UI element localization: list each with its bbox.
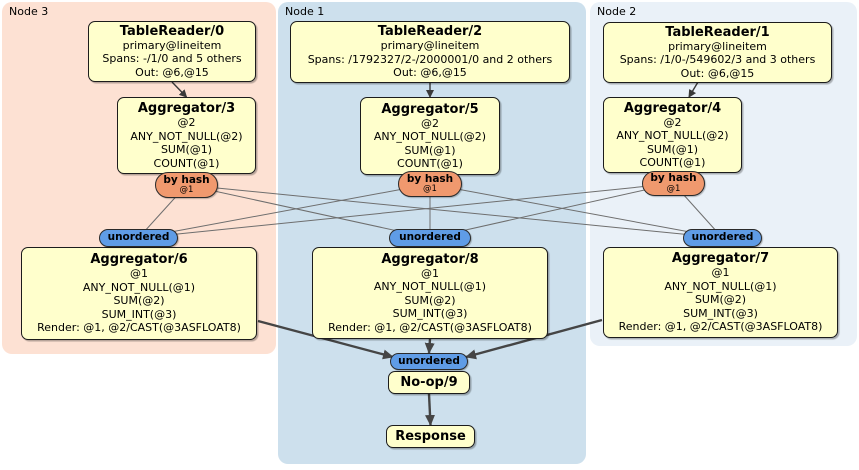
- sync-label: unordered: [399, 231, 461, 244]
- processor-detail: Render: @1, @2/CAST(@3ASFLOAT8): [618, 320, 823, 334]
- edge-by-hash-node2-unordered-node1: [429, 183, 674, 239]
- router-stream-label: @1: [666, 183, 681, 194]
- processor-detail: @2: [663, 115, 682, 129]
- processor-detail: SUM(@1): [646, 142, 699, 156]
- router-stream-label: @1: [423, 184, 437, 194]
- processor-detail: Render: @1, @2/CAST(@3ASFLOAT8): [37, 321, 241, 335]
- processor-detail: SUM(@1): [160, 143, 213, 156]
- edge-by-hash-node3-unordered-node1: [186, 184, 431, 239]
- sync-unordered-node1: unordered: [389, 229, 471, 247]
- router-stream-label: @1: [179, 185, 194, 195]
- processor-title: Aggregator/4: [623, 100, 722, 116]
- processor-title: Aggregator/6: [90, 252, 188, 268]
- processor-detail: ANY_NOT_NULL(@1): [82, 280, 196, 294]
- processor-detail: Spans: /1/0-/549602/3 and 3 others: [619, 53, 816, 67]
- processor-title: TableReader/1: [665, 24, 770, 40]
- router-label: by hash: [163, 173, 210, 186]
- sync-label: unordered: [691, 231, 754, 244]
- region-label: Node 2: [597, 5, 637, 18]
- edge-by-hash-node3-unordered-node2: [186, 184, 723, 239]
- processor-detail: ANY_NOT_NULL(@1): [373, 280, 487, 294]
- sync-unordered-node2: unordered: [683, 229, 762, 247]
- sync-unordered-final: unordered: [390, 353, 468, 370]
- processor-title: Response: [395, 429, 466, 444]
- sync-label: unordered: [398, 354, 460, 367]
- processor-detail: @1: [421, 266, 439, 280]
- router-by-hash-node3: by hash@1: [155, 172, 218, 198]
- processor-detail: SUM(@2): [404, 293, 456, 307]
- processor-detail: SUM(@1): [404, 143, 456, 157]
- processor-detail: SUM(@2): [694, 293, 747, 307]
- processor-detail: COUNT(@1): [153, 156, 220, 170]
- processor-title: Aggregator/3: [137, 101, 236, 116]
- processor-detail: Render: @1, @2/CAST(@3ASFLOAT8): [328, 320, 532, 334]
- processor-detail: SUM_INT(@3): [683, 306, 758, 320]
- region-label: Node 3: [9, 5, 49, 18]
- edge-by-hash-node2-unordered-node3: [138, 183, 674, 239]
- edge-by-hash-node1-unordered-node2: [429, 183, 723, 239]
- processor-detail: primary@lineitem: [668, 39, 767, 53]
- processor-no-op-9: No-op/9: [388, 371, 470, 394]
- processor-title: TableReader/2: [377, 24, 483, 40]
- processor-detail: Out: @6,@15: [680, 66, 755, 80]
- processor-title: Aggregator/5: [381, 101, 479, 117]
- router-label: by hash: [406, 172, 454, 185]
- region-label: Node 1: [285, 5, 325, 18]
- processor-title: No-op/9: [400, 375, 458, 390]
- edge-aggregator-6-unordered-final: [257, 319, 394, 360]
- router-by-hash-node1: by hash@1: [398, 171, 462, 197]
- processor-title: Aggregator/8: [381, 251, 479, 267]
- router-label: by hash: [650, 172, 697, 184]
- processor-detail: COUNT(@1): [639, 156, 706, 169]
- router-by-hash-node2: by hash@1: [642, 171, 705, 196]
- processor-detail: Spans: -/1/0 and 5 others: [102, 52, 242, 66]
- processor-detail: @1: [711, 266, 730, 280]
- processor-title: Aggregator/7: [671, 251, 770, 267]
- processor-detail: Spans: /1792327/2-/2000001/0 and 2 other…: [307, 52, 553, 66]
- edge-by-hash-node1-unordered-node3: [138, 183, 431, 239]
- edge-tablereader-1-aggregator-4: [688, 81, 699, 98]
- processor-detail: @2: [421, 116, 439, 130]
- processor-detail: ANY_NOT_NULL(@2): [130, 129, 243, 143]
- sync-unordered-node3: unordered: [99, 229, 178, 247]
- processor-detail: ANY_NOT_NULL(@2): [616, 129, 729, 142]
- processor-detail: SUM_INT(@3): [101, 307, 177, 321]
- edge-tablereader-0-aggregator-3: [171, 81, 188, 98]
- edge-no-op-9-response: [425, 393, 436, 426]
- processor-detail: primary@lineitem: [122, 38, 222, 52]
- processor-detail: Out: @6,@15: [393, 66, 467, 80]
- processor-detail: ANY_NOT_NULL(@2): [373, 130, 487, 143]
- processor-detail: @2: [177, 116, 196, 129]
- processor-title: TableReader/0: [119, 23, 225, 39]
- processor-detail: ANY_NOT_NULL(@1): [664, 279, 777, 293]
- processor-detail: primary@lineitem: [380, 39, 480, 53]
- processor-detail: SUM(@2): [113, 294, 165, 308]
- processor-detail: COUNT(@1): [397, 157, 463, 170]
- processor-response: Response: [386, 425, 475, 448]
- edge-aggregator-8-unordered-final: [424, 338, 435, 354]
- sync-label: unordered: [107, 231, 170, 244]
- processor-detail: Out: @6,@15: [135, 65, 209, 79]
- processor-detail: @1: [130, 267, 148, 281]
- processor-detail: SUM_INT(@3): [392, 307, 468, 321]
